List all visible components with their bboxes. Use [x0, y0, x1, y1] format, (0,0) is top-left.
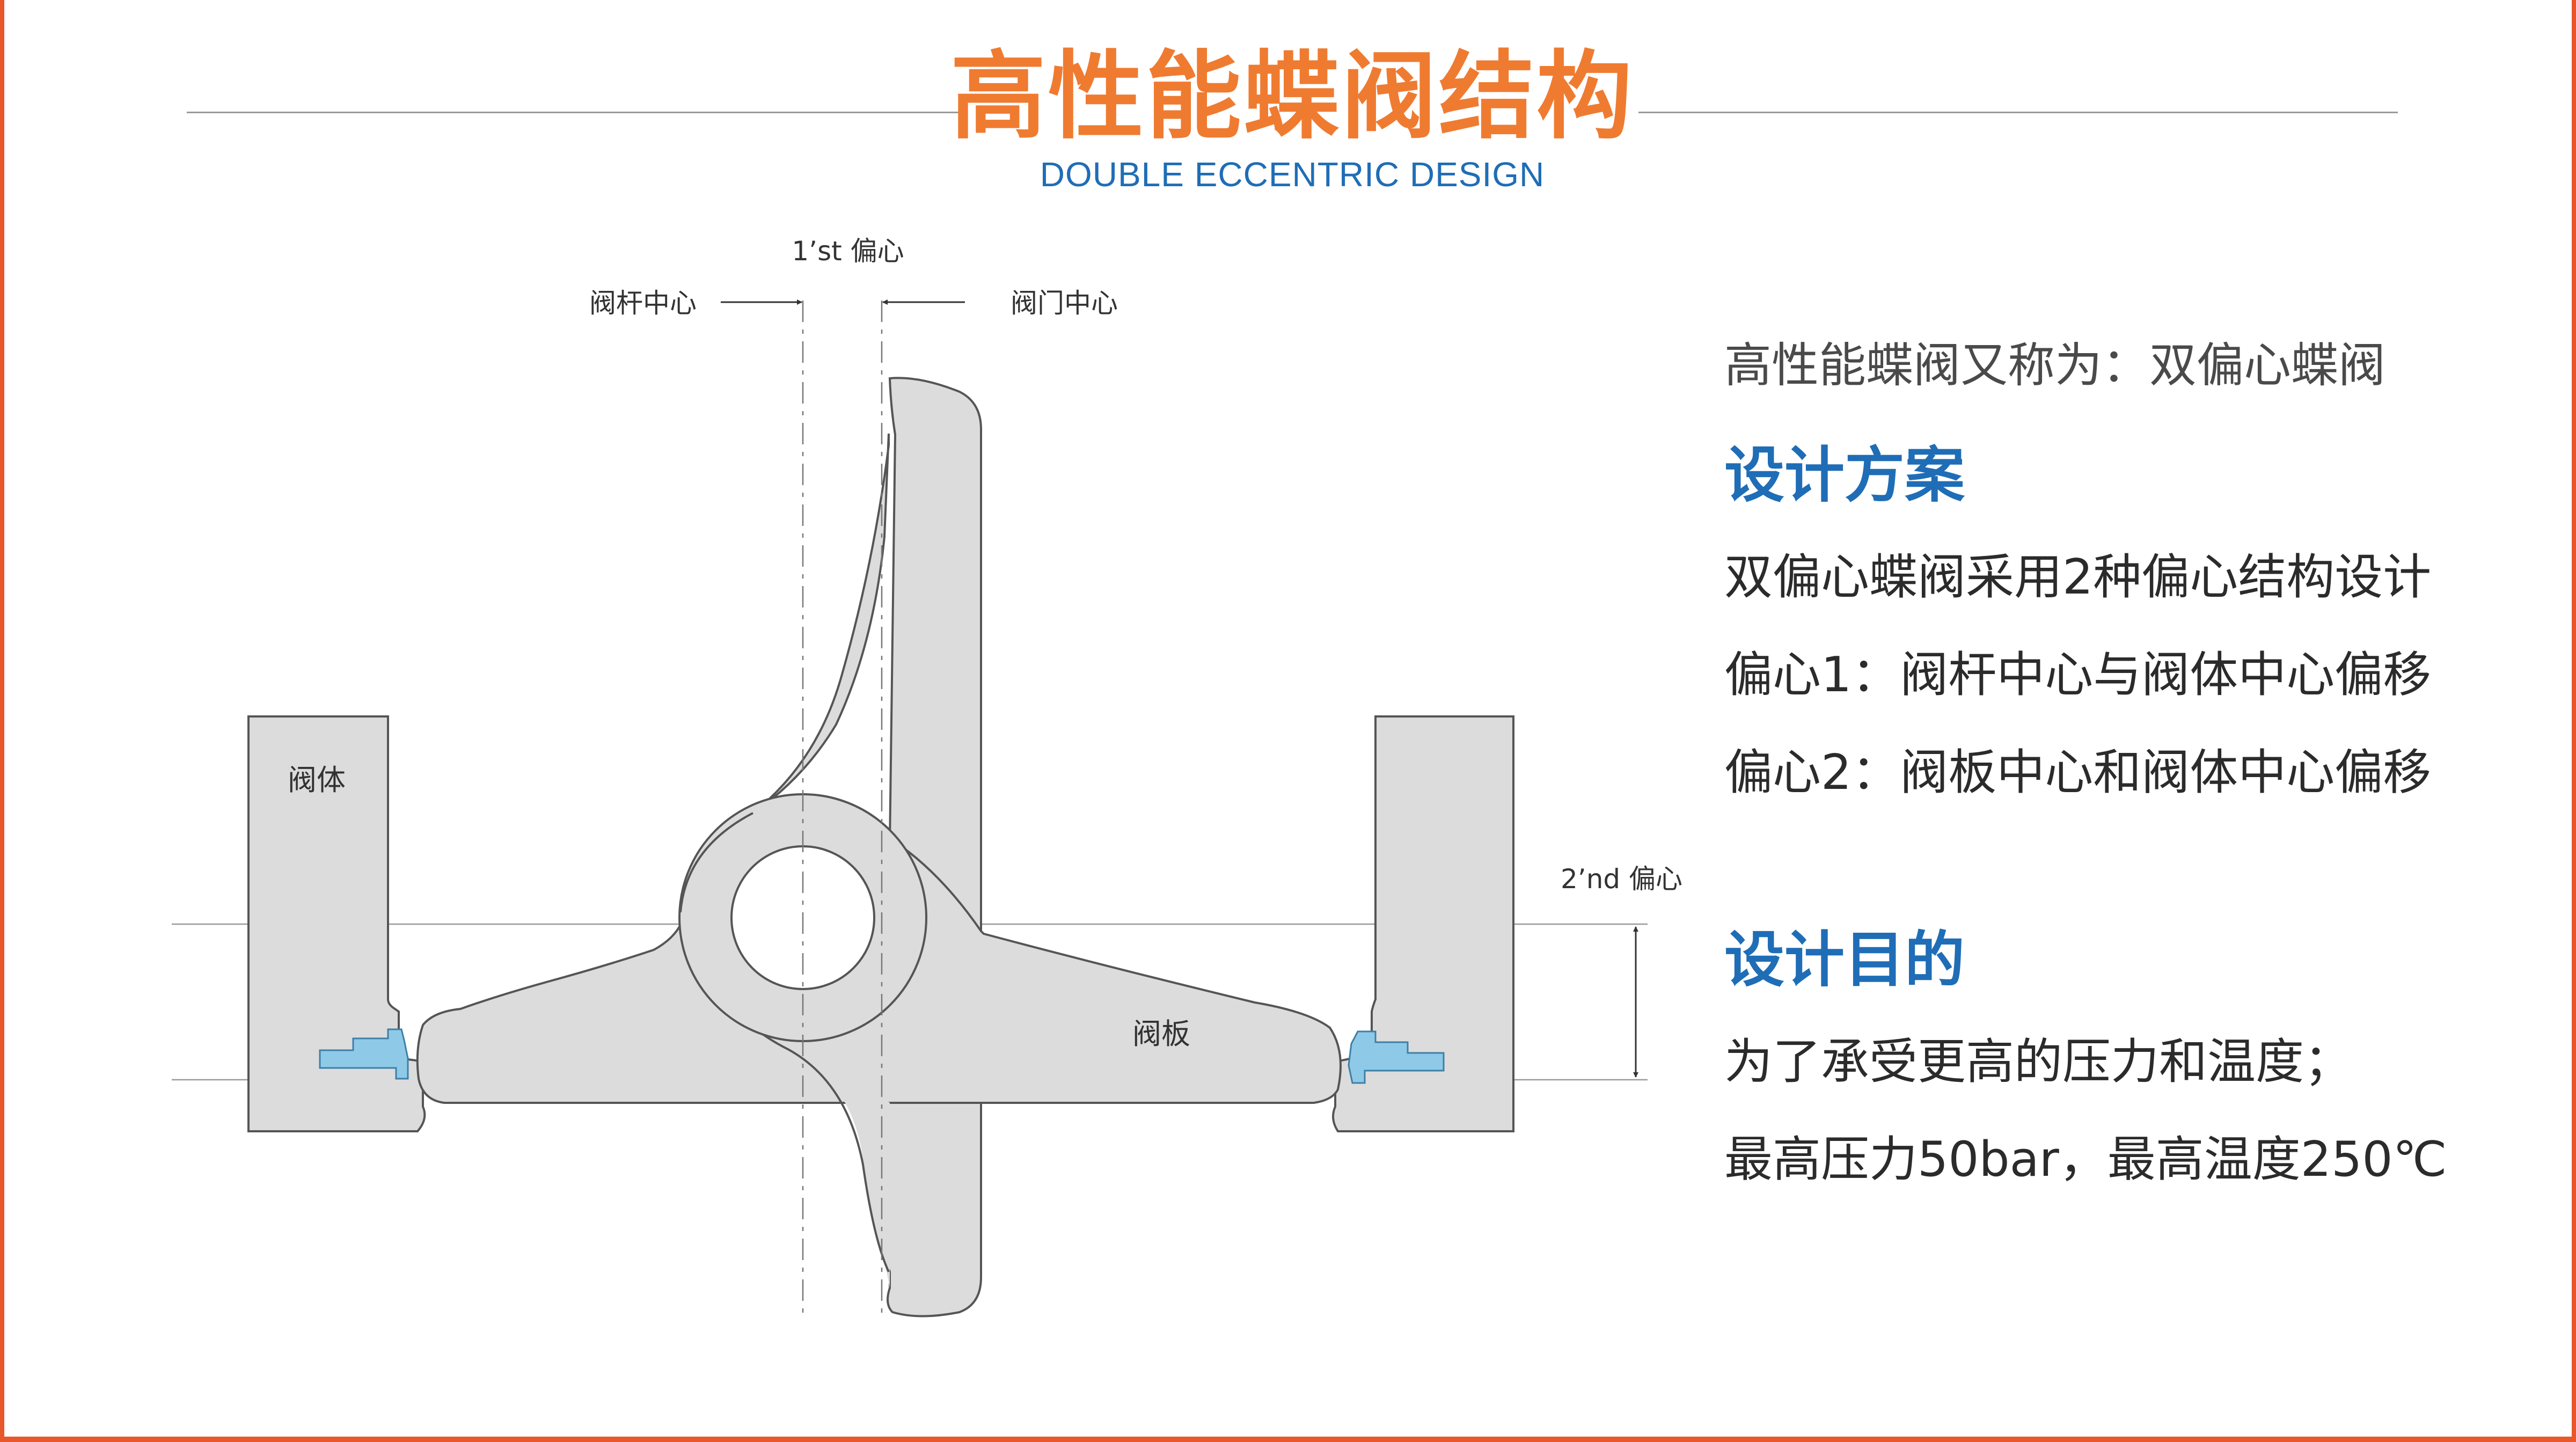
- intro-text: 高性能蝶阀又称为：双偏心蝶阀: [1724, 338, 2386, 393]
- page-subtitle: DOUBLE ECCENTRIC DESIGN: [1040, 155, 1545, 194]
- title-rule-right: [1638, 112, 2398, 113]
- design-scheme-line-3: 偏心2：阀板中心和阀体中心偏移: [1724, 744, 2432, 801]
- title-rule-left: [187, 112, 962, 113]
- hub-blend-upper: [679, 812, 753, 913]
- valve-cross-section-diagram: 1’st 偏心 阀杆中心 阀门中心 阀体 阀板 2’nd 偏心: [172, 236, 1682, 1317]
- description-panel: 高性能蝶阀又称为：双偏心蝶阀 设计方案 双偏心蝶阀采用2种偏心结构设计 偏心1：…: [1724, 327, 2562, 1218]
- label-stem-center: 阀杆中心: [589, 288, 697, 319]
- label-valve-disc: 阀板: [1132, 1017, 1190, 1051]
- design-purpose-heading: 设计目的: [1724, 925, 1965, 995]
- design-scheme-line-2: 偏心1：阀杆中心与阀体中心偏移: [1724, 647, 2432, 703]
- seal-left: [319, 1028, 409, 1080]
- design-scheme-heading: 设计方案: [1724, 441, 1965, 510]
- design-scheme-line-1: 双偏心蝶阀采用2种偏心结构设计: [1724, 549, 2432, 605]
- design-purpose-line-2: 最高压力50bar，最高温度250℃: [1724, 1131, 2447, 1188]
- label-valve-center: 阀门中心: [1011, 288, 1118, 319]
- label-first-offset: 1’st 偏心: [792, 236, 904, 267]
- label-valve-body: 阀体: [288, 763, 346, 797]
- design-purpose-line-1: 为了承受更高的压力和温度；: [1724, 1034, 2352, 1090]
- page-title: 高性能蝶阀结构: [950, 41, 1634, 152]
- label-second-offset: 2’nd 偏心: [1561, 863, 1682, 895]
- seal-right: [1348, 1030, 1445, 1084]
